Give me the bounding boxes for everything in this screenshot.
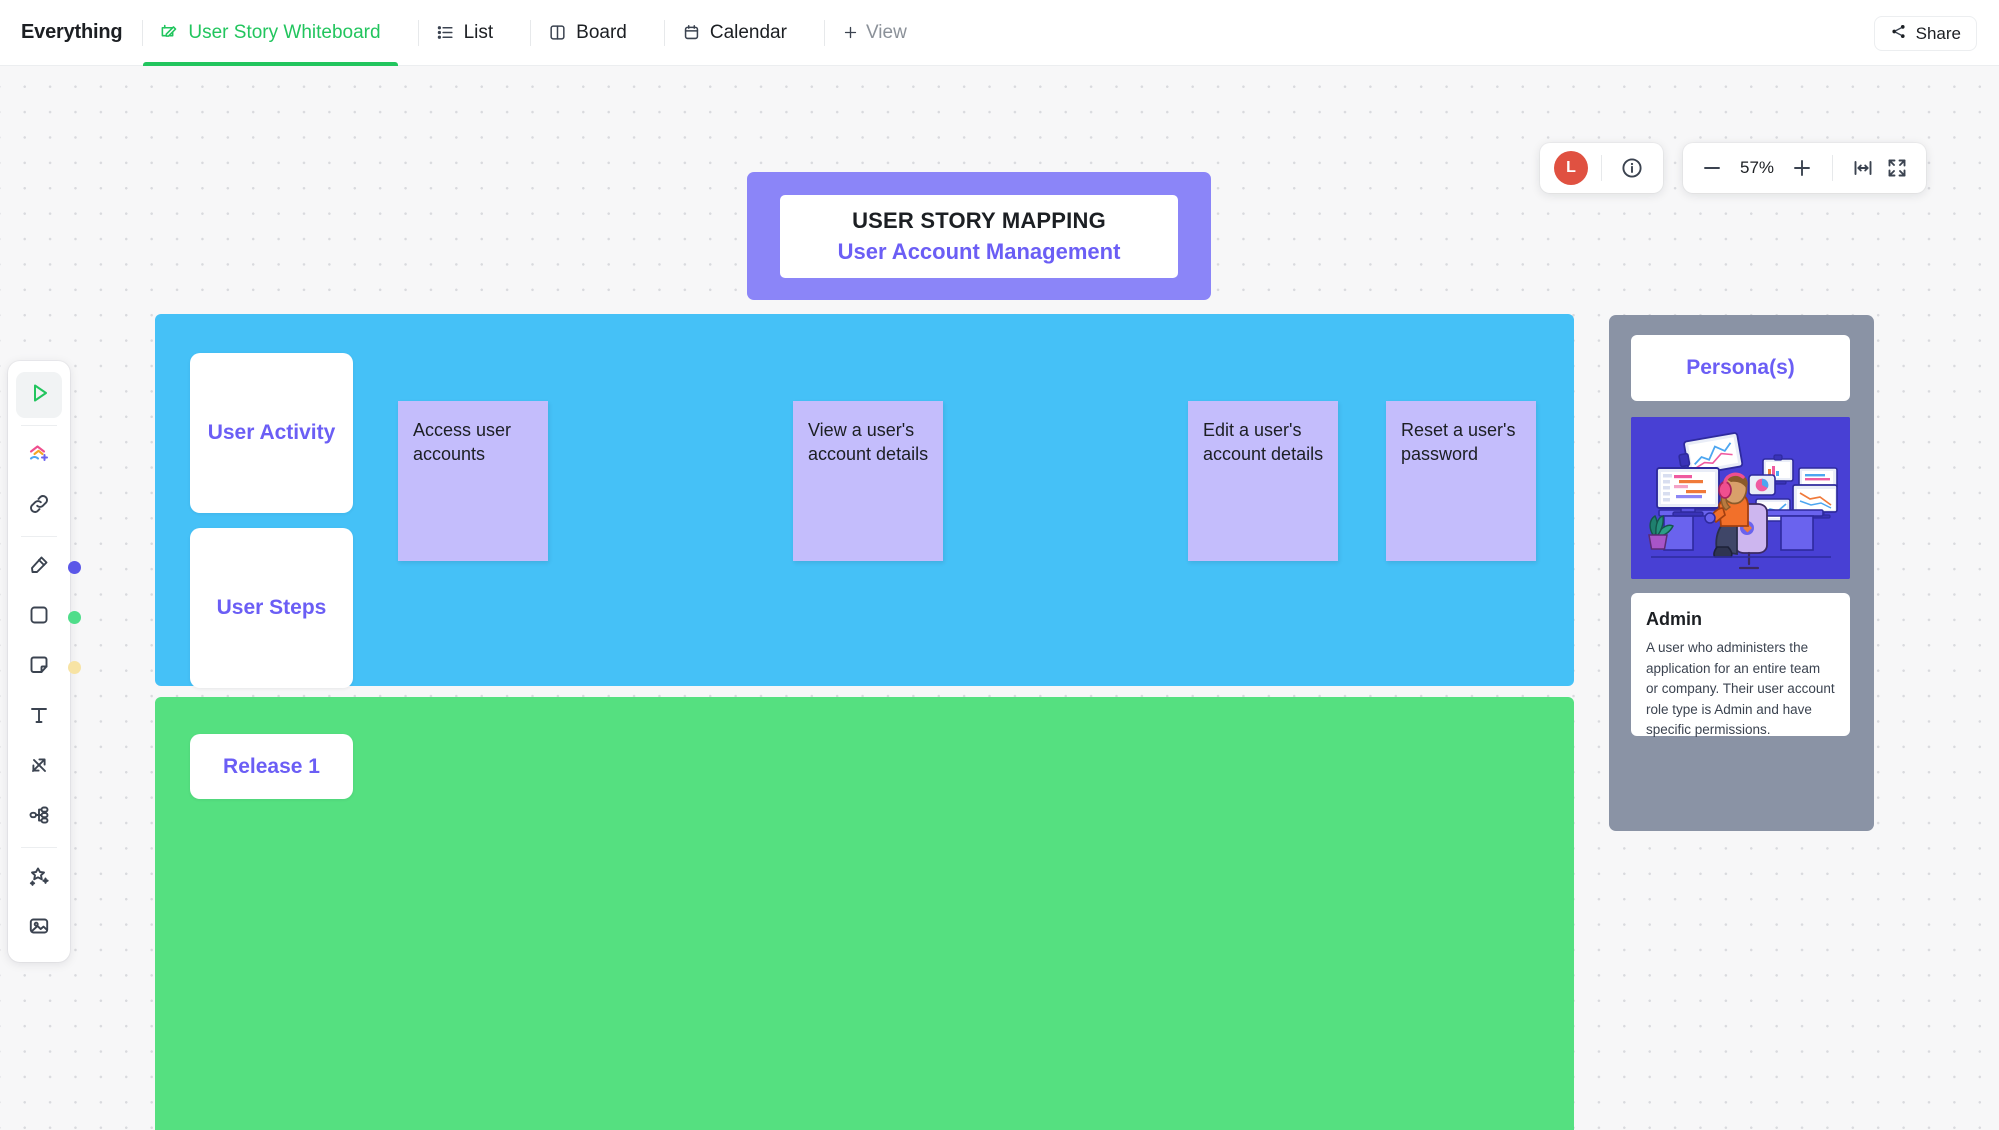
cursor-arrow-icon (27, 381, 51, 410)
divider (1601, 155, 1602, 181)
info-circle-icon[interactable] (1615, 151, 1649, 185)
tab-label: User Story Whiteboard (188, 21, 381, 43)
connector-arrows-icon (27, 753, 51, 782)
card-user-steps[interactable]: User Steps (190, 528, 353, 688)
divider (21, 847, 57, 848)
title-heading: USER STORY MAPPING (852, 207, 1106, 233)
admin-at-desk-illustration (1631, 417, 1850, 579)
card-user-activity[interactable]: User Activity (190, 353, 353, 513)
zoom-in-button[interactable] (1785, 151, 1819, 185)
mindmap-icon (27, 803, 51, 832)
text-t-icon (27, 703, 51, 732)
sticky-note[interactable]: Edit a user's account details (1188, 401, 1338, 561)
release-lane[interactable] (155, 697, 1574, 1130)
tab-label: List (463, 21, 494, 43)
whiteboard-icon (160, 23, 179, 42)
mindmap-tool[interactable] (16, 794, 62, 840)
persona-panel-title: Persona(s) (1631, 335, 1850, 401)
select-tool[interactable] (16, 372, 62, 418)
tab-user-story-whiteboard[interactable]: User Story Whiteboard (143, 0, 398, 66)
tab-label: Board (576, 21, 627, 43)
persona-name: Admin (1646, 609, 1702, 629)
text-tool[interactable] (16, 694, 62, 740)
user-info-controls: L (1540, 143, 1663, 193)
sticky-tool[interactable] (16, 644, 81, 690)
highlighter-icon (27, 553, 51, 582)
magic-wand-icon (27, 864, 51, 893)
page-title: Everything (21, 21, 123, 43)
tab-list[interactable]: List (419, 0, 511, 66)
marker-tool[interactable] (16, 544, 81, 590)
image-tool[interactable] (16, 905, 62, 951)
divider (1832, 155, 1833, 181)
divider (417, 19, 419, 46)
fullscreen-button[interactable] (1880, 151, 1914, 185)
link-tool[interactable] (16, 483, 62, 529)
share-icon (1890, 23, 1907, 45)
divider (530, 19, 532, 46)
divider (21, 536, 57, 537)
divider (142, 19, 144, 46)
persona-description: A user who administers the application f… (1646, 640, 1835, 738)
shape-tool[interactable] (16, 594, 81, 640)
fit-width-button[interactable] (1846, 151, 1880, 185)
zoom-out-button[interactable] (1695, 151, 1729, 185)
sticky-note-icon (27, 653, 51, 682)
top-bar: Everything User Story Whiteboard List Bo… (0, 0, 1999, 66)
share-label: Share (1915, 23, 1961, 43)
tool-rail (8, 361, 81, 962)
persona-card[interactable]: Admin A user who administers the applica… (1631, 593, 1850, 737)
plus-icon (842, 24, 859, 41)
whiteboard-canvas[interactable]: USER STORY MAPPING User Account Manageme… (0, 66, 1999, 1130)
title-frame[interactable]: USER STORY MAPPING User Account Manageme… (747, 172, 1211, 300)
divider (21, 425, 57, 426)
zoom-controls: 57% (1683, 143, 1926, 193)
link-icon (27, 492, 51, 521)
tab-calendar[interactable]: Calendar (665, 0, 804, 66)
title-card[interactable]: USER STORY MAPPING User Account Manageme… (780, 194, 1178, 278)
card-release-1[interactable]: Release 1 (190, 734, 353, 799)
list-icon (436, 23, 455, 42)
zoom-level[interactable]: 57% (1739, 158, 1775, 177)
share-button[interactable]: Share (1873, 16, 1977, 51)
divider (823, 19, 825, 46)
board-icon (548, 23, 567, 42)
add-card-tool[interactable] (16, 433, 62, 479)
color-dot-yellow[interactable] (68, 660, 81, 674)
image-icon (27, 914, 51, 943)
color-dot-blue[interactable] (68, 560, 81, 574)
calendar-icon (682, 23, 701, 42)
tab-label: Calendar (709, 21, 787, 43)
persona-panel[interactable]: Persona(s) (1609, 315, 1874, 831)
square-icon (27, 603, 51, 632)
sticky-note[interactable]: Reset a user's password (1386, 401, 1536, 561)
tab-board[interactable]: Board (531, 0, 644, 66)
avatar[interactable]: L (1554, 151, 1588, 185)
sticky-note[interactable]: Access user accounts (398, 401, 548, 561)
tab-label: View (865, 21, 907, 43)
title-subheading: User Account Management (837, 238, 1121, 264)
add-card-icon (26, 441, 52, 472)
tab-add-view[interactable]: View (825, 0, 924, 66)
color-dot-green[interactable] (68, 610, 81, 624)
divider (663, 19, 665, 46)
connector-tool[interactable] (16, 744, 62, 790)
ai-tool[interactable] (16, 855, 62, 901)
sticky-note[interactable]: View a user's account details (793, 401, 943, 561)
